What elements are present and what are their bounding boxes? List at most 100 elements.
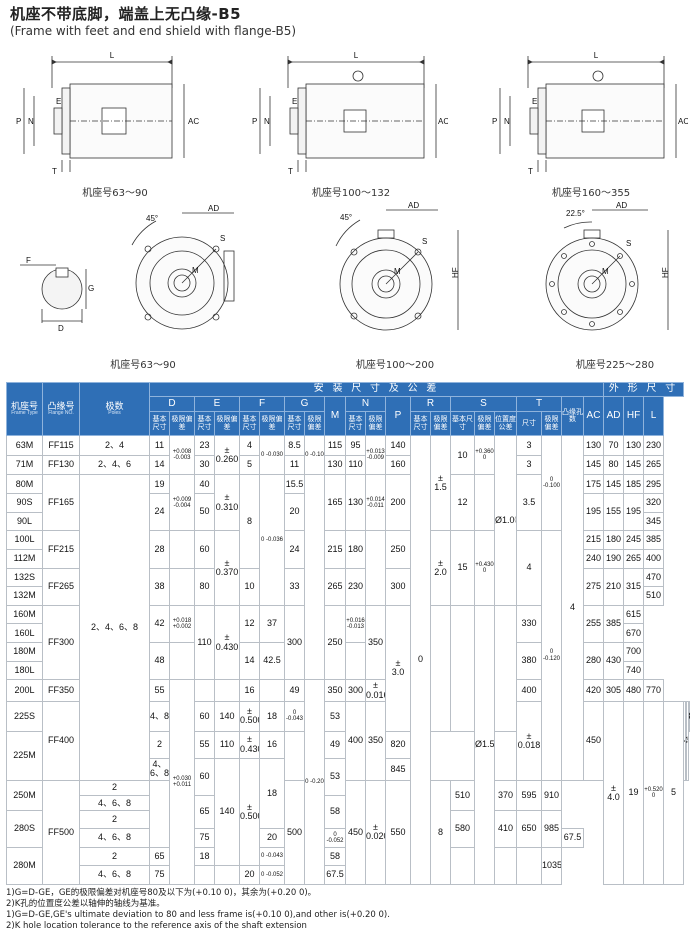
svg-text:HF: HF bbox=[661, 267, 670, 278]
cell-frame: 132S bbox=[6, 567, 43, 588]
cell-HF: 430 bbox=[603, 642, 625, 681]
cell-L: 700 bbox=[623, 642, 645, 662]
cell-N: 110 bbox=[345, 454, 366, 476]
cell-G: 53 bbox=[324, 701, 346, 732]
cell-P: 300 bbox=[385, 567, 411, 606]
cell-M: 165 bbox=[324, 474, 346, 532]
cell-N: 230 bbox=[345, 567, 366, 606]
cell-poles: 4、6、8 bbox=[79, 865, 150, 885]
svg-text:T: T bbox=[288, 167, 293, 176]
cell-E: 140 bbox=[214, 701, 240, 732]
cell-D: 28 bbox=[149, 530, 170, 569]
cell-AC: 240 bbox=[582, 548, 605, 569]
sub-size: 尺寸 bbox=[516, 411, 542, 436]
svg-text:L: L bbox=[354, 51, 359, 60]
cell-G-tol: 0 -0.10 bbox=[304, 434, 325, 476]
cell-HF: 245 bbox=[623, 530, 645, 550]
svg-text:P: P bbox=[492, 117, 497, 126]
cell-S: 15 bbox=[450, 530, 475, 606]
cell-M: 350 bbox=[324, 679, 346, 703]
cell-P: 450 bbox=[582, 701, 605, 781]
cell-AC: 580 bbox=[450, 810, 475, 848]
svg-text:L: L bbox=[110, 51, 115, 60]
col-F: F bbox=[239, 396, 285, 412]
cell-flange: FF165 bbox=[42, 474, 80, 532]
svg-text:T: T bbox=[528, 167, 533, 176]
cell-R-tol-a: ±1.5 bbox=[430, 434, 451, 532]
cell-D: 55 bbox=[194, 730, 215, 760]
cell-E-tol: ±0.430 bbox=[214, 604, 240, 681]
cell-D: 14 bbox=[149, 454, 170, 476]
cell-D-tol: +0.030 +0.011 bbox=[169, 679, 195, 885]
page-subtitle: (Frame with feet and end shield with fla… bbox=[10, 24, 297, 38]
cell-frame: 71M bbox=[6, 454, 43, 476]
cell-T-empty bbox=[494, 604, 517, 732]
cell-S-tol: +0.430 0 bbox=[474, 530, 495, 606]
cell-poles: 2、4 bbox=[79, 435, 150, 456]
cell-poles: 2 bbox=[149, 730, 170, 760]
cell-frame: 225S bbox=[6, 701, 43, 732]
outline-group-header: 外 形 尺 寸 bbox=[603, 382, 685, 397]
sub-tol: 极限偏差 bbox=[430, 411, 451, 436]
cell-N: 130 bbox=[345, 474, 366, 532]
cell-T-tol-b: 0 -0.120 bbox=[541, 530, 562, 781]
cell-N: 300 bbox=[345, 679, 366, 703]
page-title: 机座不带底脚，端盖上无凸缘-B5 bbox=[10, 5, 242, 23]
svg-text:G: G bbox=[88, 284, 94, 293]
cell-P: 200 bbox=[385, 474, 411, 532]
note-1: 1)G=D-GE，GE的极限偏差对机座号80及以下为(+0.10 0)，其余为(… bbox=[6, 888, 317, 898]
cell-flange: FF130 bbox=[42, 454, 80, 476]
svg-text:P: P bbox=[252, 117, 257, 126]
cell-AC: 275 bbox=[582, 567, 605, 606]
cell-R-tol-b: ±2.0 bbox=[430, 530, 451, 606]
svg-text:M: M bbox=[394, 267, 401, 276]
svg-text:AD: AD bbox=[408, 201, 419, 210]
shaft-keyway-detail-drawing: F G D bbox=[20, 256, 94, 333]
sub-tol: 极限偏差 bbox=[365, 411, 386, 436]
cell-D-tol: +0.008 -0.003 bbox=[169, 434, 195, 476]
svg-text:M: M bbox=[192, 266, 199, 275]
svg-text:M: M bbox=[602, 267, 609, 276]
cell-E: 140 bbox=[214, 758, 240, 867]
cell-AC: 130 bbox=[582, 435, 605, 456]
cell-L: 295 bbox=[643, 474, 665, 495]
sub-basic: 基本尺寸 bbox=[149, 411, 170, 436]
cell-D-tol-empty bbox=[169, 530, 195, 569]
cell-F: 20 bbox=[239, 865, 260, 885]
cell-F: 16 bbox=[239, 679, 260, 703]
col-L: L bbox=[643, 396, 665, 436]
cell-N: 450 bbox=[345, 779, 366, 886]
cell-G-tol-empty bbox=[304, 474, 325, 681]
cell-R-tol-c: ±3.0 bbox=[385, 604, 411, 732]
cell-P: 550 bbox=[385, 779, 411, 886]
end-view-drawing-100-200: 45° AD M S HF bbox=[335, 201, 460, 331]
cell-N: 180 bbox=[345, 530, 366, 569]
cell-L: 740 bbox=[623, 660, 645, 681]
cell-HF: 480 bbox=[623, 679, 645, 703]
note-3: 1)G=D-GE,GE's ultimate deviation to 80 a… bbox=[6, 910, 390, 920]
col-HF: HF bbox=[623, 396, 645, 436]
svg-text:S: S bbox=[422, 237, 427, 246]
cell-G: 67.5 bbox=[324, 865, 346, 885]
cell-F-tol: 0 -0.036 bbox=[259, 474, 285, 606]
cell-L: 345 bbox=[643, 511, 665, 532]
cell-F: 18 bbox=[259, 758, 285, 829]
cell-G: 11 bbox=[284, 454, 305, 476]
cell-N: 250 bbox=[324, 604, 346, 681]
cell-S-tol-empty bbox=[474, 474, 495, 532]
cell-L: 265 bbox=[643, 454, 665, 476]
sub-basic: 基本尺寸 bbox=[450, 411, 475, 436]
cell-G: 58 bbox=[324, 795, 346, 829]
cell-frame: 280M bbox=[6, 846, 43, 886]
cell-E: 23 bbox=[194, 435, 215, 456]
cell-F: 12 bbox=[239, 604, 260, 644]
svg-text:N: N bbox=[264, 117, 270, 126]
cell-frame: 160M bbox=[6, 604, 43, 625]
cell-HF: 535 bbox=[685, 701, 689, 781]
sub-basic: 基本尺寸 bbox=[239, 411, 260, 436]
cell-E: 110 bbox=[194, 604, 215, 681]
cell-frame: 200L bbox=[6, 679, 43, 703]
cell-N-tol: +0.014 -0.011 bbox=[365, 474, 386, 532]
